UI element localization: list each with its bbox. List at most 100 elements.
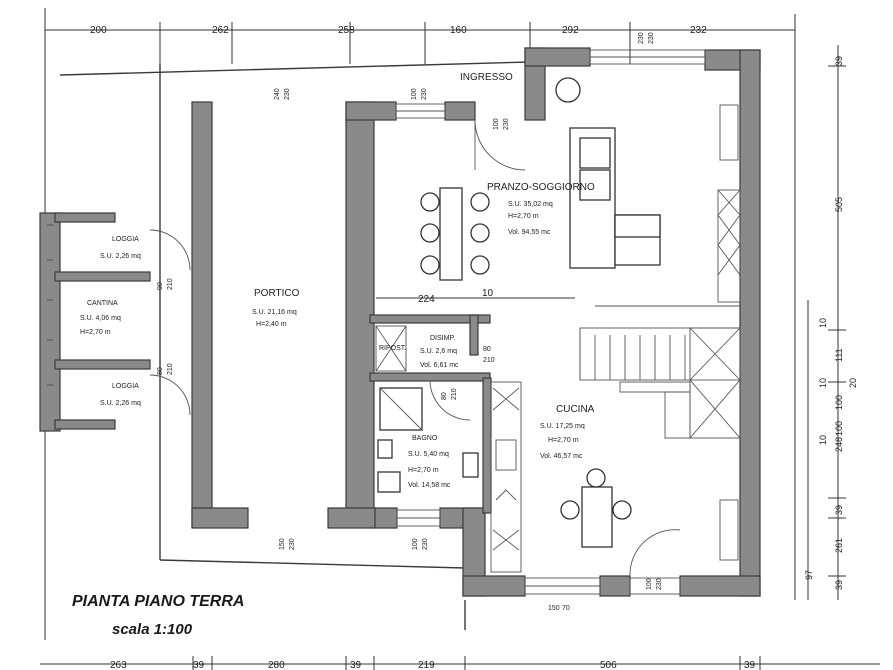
room-pranzo-h: H=2,70 m [508, 213, 539, 220]
dim-right-inner-1: 10 [818, 318, 828, 328]
kitchen-counter [490, 381, 522, 573]
dim-top-3: 258 [338, 25, 355, 36]
room-disimp-su: S.U. 2,6 mq [420, 348, 457, 355]
room-cantina-h: H=2,70 m [80, 329, 111, 336]
open-ingresso-door-w: 100 [493, 118, 500, 130]
open-loggia-bottom-h: 210 [167, 363, 174, 375]
open-loggia-top-h: 210 [167, 278, 174, 290]
windows [395, 49, 706, 595]
opening-dims: 240 230 100 230 100 230 230 230 90 210 8… [157, 32, 663, 612]
dining-table [420, 187, 490, 281]
open-bagno-win-h: 230 [422, 538, 429, 550]
open-portico-bottom-h: 230 [289, 538, 296, 550]
house-walls [327, 47, 761, 597]
room-portico-h: H=2,40 m [256, 321, 287, 328]
dim-right-inner-2: 10 [818, 378, 828, 388]
room-disimp-vol: Vol. 6,61 mc [420, 362, 459, 369]
room-pranzo-vol: Vol. 94,55 mc [508, 229, 551, 236]
dim-top-2: 262 [212, 25, 229, 36]
plan-scale: scala 1:100 [112, 621, 193, 638]
open-loggia-top-w: 90 [157, 282, 164, 290]
dim-bottom-3: 280 [268, 660, 285, 670]
stair-dim-t: 10 [482, 288, 494, 299]
room-loggia-top-name: LOGGIA [112, 236, 139, 243]
dim-bottom-5: 219 [418, 660, 435, 670]
room-cucina-vol: Vol. 46,57 mc [540, 453, 583, 460]
room-pranzo-su: S.U. 35,02 mq [508, 201, 553, 208]
kitchen-table [560, 468, 632, 548]
open-cucina-win-h: 70 [562, 605, 570, 612]
open-ingresso-win-h: 230 [421, 88, 428, 100]
room-portico-su: S.U. 21,16 mq [252, 309, 297, 316]
open-portico-top-h: 230 [284, 88, 291, 100]
sofa [569, 127, 661, 269]
open-top-right-w: 230 [638, 32, 645, 44]
room-pranzo-name: PRANZO-SOGGIORNO [487, 182, 595, 193]
bathroom-fixtures [375, 325, 479, 493]
room-cucina-su: S.U. 17,25 mq [540, 423, 585, 430]
dim-right-7: 39 [834, 580, 844, 590]
dim-top-4: 160 [450, 25, 467, 36]
room-cucina-name: CUCINA [556, 404, 595, 415]
left-wing [39, 212, 191, 432]
dim-right-inner-7: 20 [848, 378, 858, 388]
entry-column [555, 77, 581, 103]
room-loggia-top-su: S.U. 2,26 mq [100, 253, 141, 260]
room-cucina-h: H=2,70 m [548, 437, 579, 444]
dim-right-4: 248 [834, 437, 844, 452]
open-cucina-door-h: 230 [656, 578, 663, 590]
dim-top-6: 232 [690, 25, 707, 36]
room-ingresso-name: INGRESSO [460, 72, 513, 83]
room-bagno-name: BAGNO [412, 435, 438, 442]
open-top-right-h: 230 [648, 32, 655, 44]
portico-frame [59, 61, 531, 630]
open-ingresso-win-w: 100 [411, 88, 418, 100]
open-disimp-w: 80 [483, 346, 491, 353]
room-loggia-bottom-name: LOGGIA [112, 383, 139, 390]
room-loggia-bottom-su: S.U. 2,26 mq [100, 400, 141, 407]
bottom-dimension-line: 263 39 280 39 219 506 39 [40, 656, 880, 670]
dim-bottom-2: 39 [193, 660, 205, 670]
dim-right-inner-3: 10 [818, 435, 828, 445]
open-disimp2-w: 80 [441, 392, 448, 400]
dim-right-inner-6: 97 [804, 570, 814, 580]
plan-title: PIANTA PIANO TERRA [72, 593, 244, 610]
dim-bottom-1: 263 [110, 660, 127, 670]
room-bagno-vol: Vol. 14,58 mc [408, 482, 451, 489]
dim-right-1: 39 [834, 56, 844, 66]
room-cantina-su: S.U. 4,06 mq [80, 315, 121, 322]
room-portico-name: PORTICO [254, 288, 300, 299]
room-bagno-h: H=2,70 m [408, 467, 439, 474]
right-dimension-lines: 39 505 111 248 39 261 39 10 10 10 100 10… [804, 45, 858, 600]
east-counter [717, 104, 741, 561]
dim-right-6: 261 [834, 538, 844, 553]
top-dimension-line: 200 262 258 160 292 232 [44, 8, 796, 640]
room-cantina-name: CANTINA [87, 300, 118, 307]
room-disimp-name: DISIMP. [430, 335, 455, 342]
open-portico-bottom-w: 150 [279, 538, 286, 550]
dim-right-inner-4: 100 [834, 395, 844, 410]
open-disimp-h: 210 [483, 357, 495, 364]
room-ripost-name: RIPOST. [379, 345, 406, 352]
dim-bottom-4: 39 [350, 660, 362, 670]
open-bagno-win-w: 100 [412, 538, 419, 550]
room-bagno-su: S.U. 5,40 mq [408, 451, 449, 458]
open-disimp2-h: 210 [451, 388, 458, 400]
open-loggia-bottom-w: 80 [157, 367, 164, 375]
open-cucina-door-w: 100 [646, 578, 653, 590]
portico-left-foot [191, 507, 249, 529]
dim-right-2: 505 [834, 197, 844, 212]
dim-right-3: 111 [834, 348, 844, 362]
dim-bottom-7: 39 [744, 660, 756, 670]
open-portico-top-w: 240 [274, 88, 281, 100]
dim-right-5: 39 [834, 505, 844, 515]
dim-top-1: 200 [90, 25, 107, 36]
portico-left-wall [191, 101, 213, 528]
open-cucina-win-w: 150 [548, 605, 560, 612]
stair-dim-w: 224 [418, 294, 435, 305]
staircase [579, 305, 741, 439]
dim-bottom-6: 506 [600, 660, 617, 670]
open-ingresso-door-h: 230 [503, 118, 510, 130]
dim-right-inner-5: 100 [834, 421, 844, 436]
